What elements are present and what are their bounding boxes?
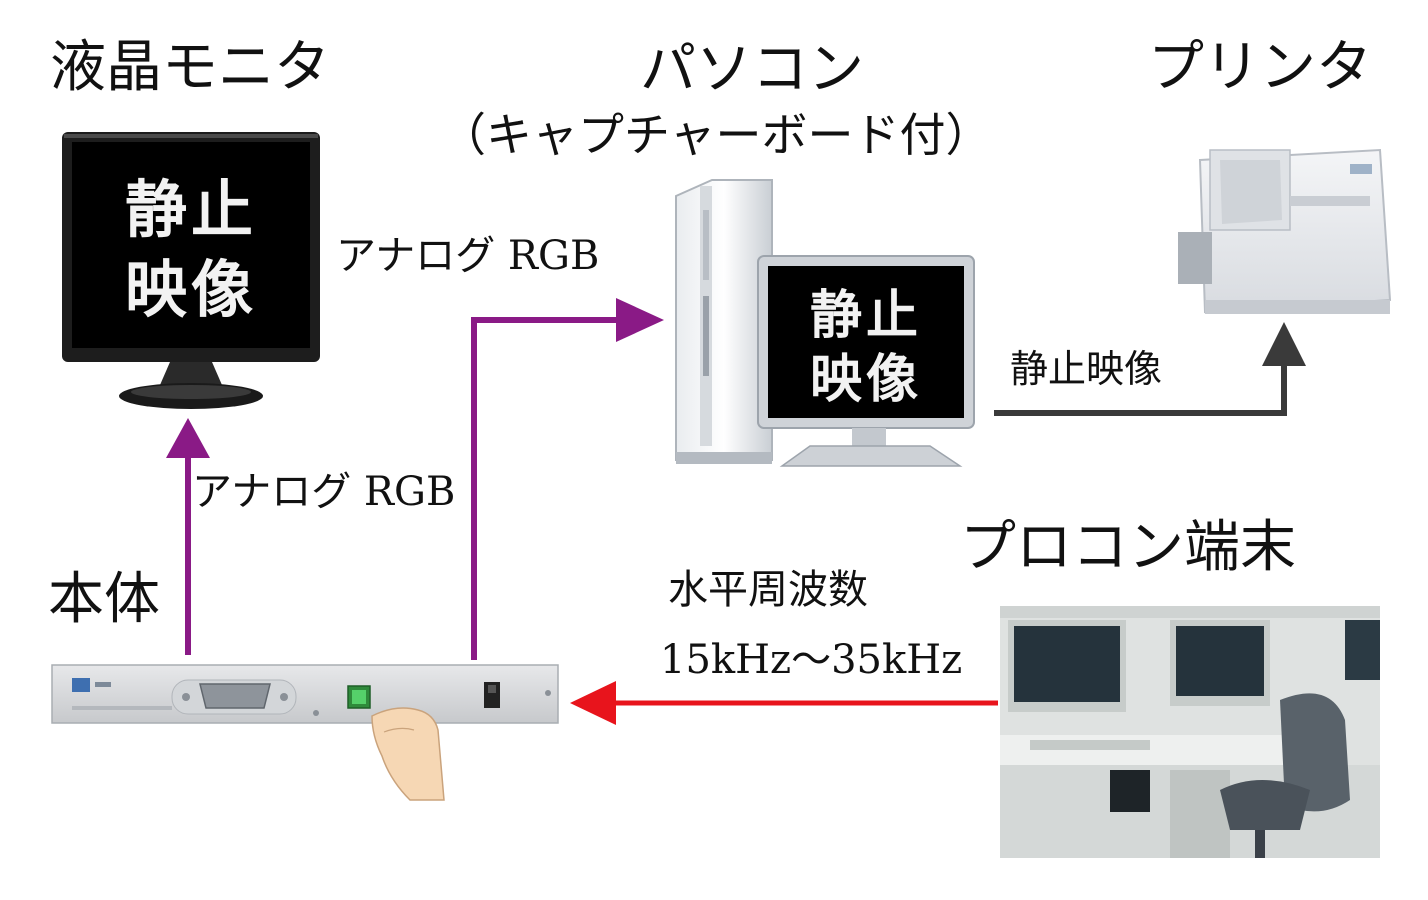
rgb-arrow-body-to-monitor bbox=[166, 418, 210, 655]
pc-icon bbox=[675, 179, 975, 467]
pc-screen-line1: 静止 bbox=[809, 286, 922, 346]
print-arrow-pc-to-printer bbox=[994, 322, 1306, 416]
pc-screen-line2: 映像 bbox=[809, 350, 922, 410]
monitor-title: 液晶モニタ bbox=[50, 35, 330, 100]
label-terminal-signal: 水平周波数 bbox=[668, 567, 868, 613]
rgb-arrow-body-to-pc bbox=[471, 298, 664, 660]
printer-icon bbox=[1178, 148, 1392, 314]
main-unit-icon bbox=[51, 664, 559, 801]
monitor-screen-line1: 静止 bbox=[124, 173, 257, 246]
printer-title: プリンタ bbox=[1148, 35, 1372, 100]
label-pc-to-printer: 静止映像 bbox=[1010, 347, 1163, 391]
label-body-to-monitor: アナログ RGB bbox=[192, 469, 456, 515]
monitor-screen: 静止 映像 bbox=[72, 170, 310, 330]
control-terminal-icon bbox=[1000, 606, 1380, 858]
label-terminal-range: 15kHz～35kHz bbox=[660, 637, 963, 683]
monitor-screen-line2: 映像 bbox=[124, 253, 257, 326]
pc-subtitle: （キャプチャーボード付） bbox=[440, 108, 992, 162]
body-title: 本体 bbox=[48, 567, 160, 632]
lcd-monitor-icon bbox=[62, 132, 320, 409]
signal-arrow-terminal-to-body bbox=[570, 681, 998, 725]
pc-screen: 静止 映像 bbox=[768, 284, 964, 412]
label-monitor-to-pc: アナログ RGB bbox=[336, 233, 600, 279]
terminal-title: プロコン端末 bbox=[960, 515, 1296, 580]
pc-title: パソコン bbox=[640, 37, 864, 102]
